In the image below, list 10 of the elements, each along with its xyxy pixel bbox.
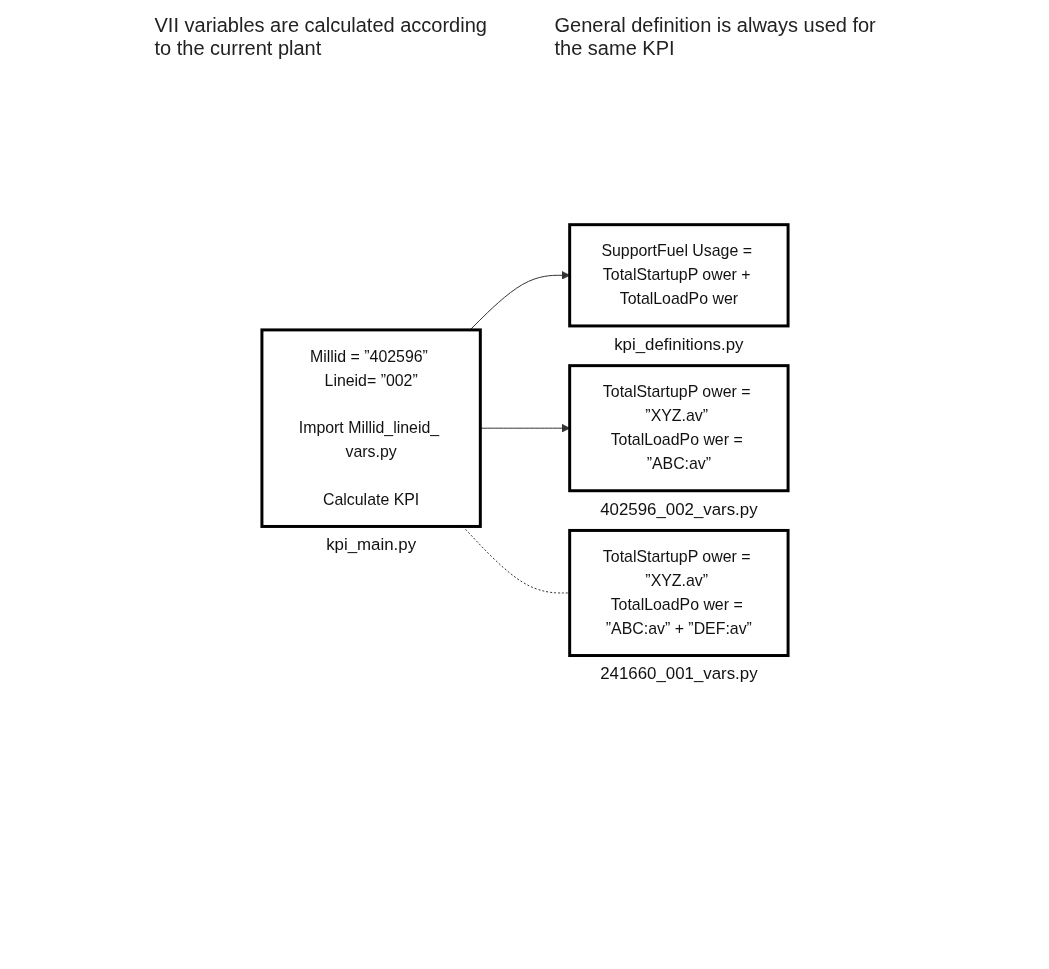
node-box: Millid = ”402596” Lineid= ”002” Import Millid_lineid_ vars.py Calculate KPI xyxy=(259,328,482,528)
node-box: TotalStartupP ower = ”XYZ.av” TotalLoadPo wer = ”ABC:av” + ”DEF:av” xyxy=(567,528,790,657)
node-box: TotalStartupP ower = ”XYZ.av” TotalLoadPo wer = ”ABC:av” xyxy=(567,364,790,493)
file-name: 241660_001_vars.py xyxy=(599,664,758,684)
note-text: General definition is always used for the same KPI xyxy=(554,14,877,60)
file-name: kpi_main.py xyxy=(325,535,416,555)
file-name: 402596_002_vars.py xyxy=(599,499,758,519)
file-name: kpi_definitions.py xyxy=(613,334,744,354)
node-box: SupportFuel Usage = TotalStartupP ower + TotalLoadPo wer xyxy=(567,223,790,328)
note-text: VII variables are calculated according to the current plant xyxy=(154,14,488,60)
